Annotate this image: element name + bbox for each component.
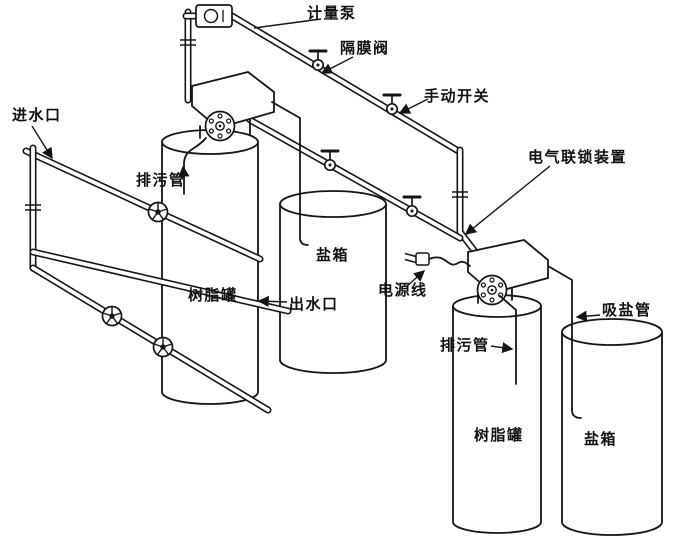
label-water-outlet: 出水口 [289, 295, 339, 313]
label-manual-switch: 手动开关 [424, 87, 491, 105]
pipe-couplings [25, 39, 468, 211]
leader-lines [31, 18, 601, 354]
gate-valve-drain-1 [101, 305, 123, 327]
resin-tank-right-shape [452, 294, 542, 534]
label-resin-tank-right: 树脂罐 [474, 426, 524, 444]
drain-pipe-left-shape [183, 137, 207, 195]
label-resin-tank-left: 树脂罐 [188, 286, 238, 304]
label-metering-pump: 计量泵 [307, 4, 357, 22]
gate-valve-drain-2 [152, 336, 174, 358]
label-salt-suction-pipe: 吸盐管 [602, 301, 652, 319]
label-drain-pipe-right: 排污管 [440, 336, 490, 354]
metering-pump-shape [195, 4, 233, 28]
power-cord-shape [428, 256, 471, 267]
label-salt-tank-right: 盐箱 [584, 430, 618, 448]
drain-header-pipe [29, 264, 272, 414]
salt-suction-tube [547, 265, 582, 419]
label-power-cord: 电源线 [378, 281, 428, 299]
salt-tank-middle-shape [279, 190, 387, 374]
resin-tank-left-shape [161, 129, 259, 405]
gate-valve-inlet [147, 201, 169, 223]
label-salt-tank-middle: 盐箱 [316, 246, 350, 264]
downcomer-pipe [456, 146, 487, 266]
label-electrical-interlock: 电气联锁装置 [528, 148, 628, 166]
power-plug-icon [404, 252, 430, 266]
right-control-valve [467, 239, 549, 306]
label-diaphragm-valve: 隔膜阀 [340, 39, 390, 57]
outlet-pipe [29, 248, 292, 315]
inlet-pipe [22, 147, 264, 263]
left-control-valve [191, 71, 275, 142]
label-drain-pipe-left: 排污管 [136, 171, 186, 189]
drain-pipe-right-shape [499, 295, 517, 385]
brine-tube-middle [271, 101, 309, 246]
label-water-inlet: 进水口 [12, 106, 62, 124]
salt-tank-right-shape [561, 318, 663, 536]
interconnect-pipe [246, 116, 464, 242]
